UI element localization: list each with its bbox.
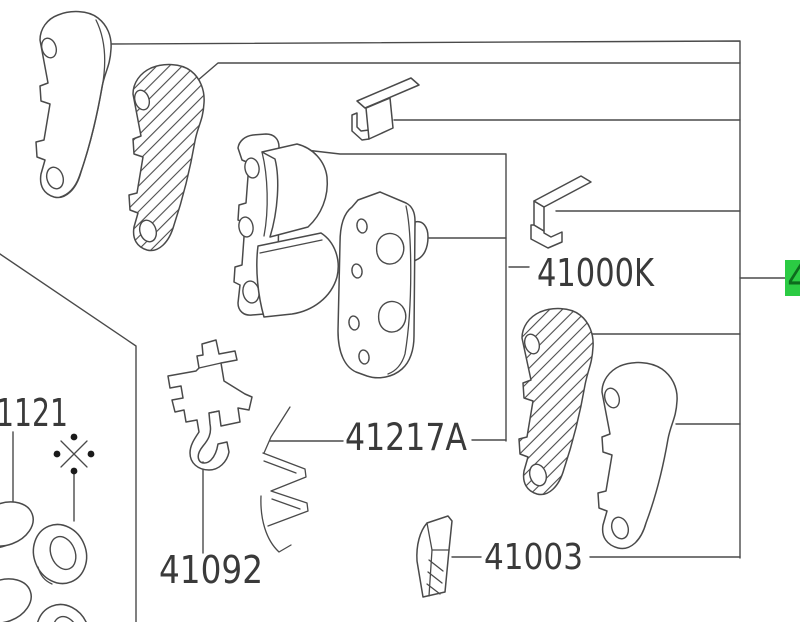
cross-spring	[167, 339, 253, 471]
piston-upper	[0, 501, 34, 549]
highlight-background	[785, 260, 800, 296]
left-panel-border	[0, 253, 137, 622]
outer-shim-plain	[35, 10, 112, 199]
outer-shim-hatched	[128, 63, 205, 252]
part-labels: 1121 41000K 41217A 41092 41003	[0, 251, 655, 592]
piston-seal-upper	[32, 523, 88, 585]
connector-lines	[0, 40, 787, 622]
highlighted-part-number[interactable]: 4	[785, 256, 800, 300]
leader-outer-shim-hatched	[189, 62, 741, 88]
inner-shim-plain	[597, 361, 678, 550]
brake-pad-assembly	[233, 133, 339, 318]
pad-plate-holed	[337, 191, 429, 379]
pad-clip-top	[351, 77, 420, 141]
friction-block-lower	[256, 232, 339, 318]
label-41217a: 41217A	[345, 416, 467, 459]
label-41092: 41092	[159, 548, 263, 592]
wave-spring	[260, 406, 309, 553]
piston-seal-lower	[35, 603, 91, 622]
highlight-value: 4	[787, 256, 800, 300]
friction-block-upper	[261, 143, 329, 238]
label-1121: 1121	[0, 391, 68, 435]
label-41000k: 41000K	[537, 251, 655, 295]
kit-border-top-right	[105, 40, 741, 559]
piston-lower	[0, 578, 32, 622]
pad-clip-mid	[530, 175, 592, 249]
leader-pad-and-inner-box	[296, 148, 507, 442]
inner-shim-hatched	[518, 307, 594, 496]
label-41003: 41003	[484, 537, 583, 578]
grease-packet	[416, 515, 453, 598]
reference-mark-icon	[53, 433, 95, 475]
